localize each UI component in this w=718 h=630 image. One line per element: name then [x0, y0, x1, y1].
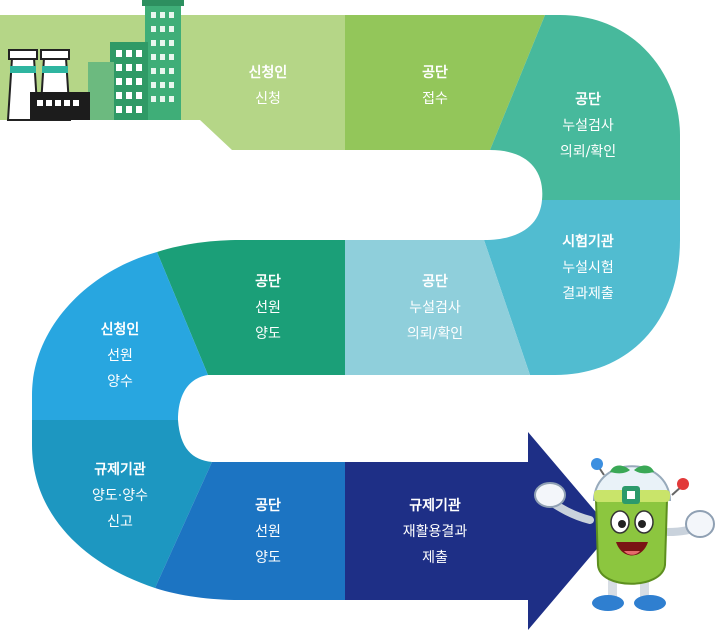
step-3-line-2: 의뢰/확인	[560, 144, 616, 160]
step-9-line-1: 선원	[255, 524, 281, 540]
step-4-head: 시험기관	[562, 233, 614, 250]
step-1-line-1: 신청	[255, 91, 281, 107]
step-6-line-2: 양도	[255, 326, 281, 342]
factory-icon	[6, 0, 184, 121]
step-4-shape	[484, 200, 680, 375]
step-5-head: 공단	[422, 273, 448, 290]
step-10-recycling-result: 규제기관 재활용결과 제출	[345, 432, 612, 630]
step-8-line-1: 양도·양수	[92, 488, 148, 504]
step-9-head: 공단	[255, 497, 281, 514]
step-3-head: 공단	[575, 91, 601, 108]
step-10-arrow-shape	[345, 432, 612, 630]
step-5-shape	[345, 240, 530, 375]
step-9-source-transfer: 공단 선원 양도	[155, 462, 345, 600]
step-4-line-1: 누설시험	[562, 260, 614, 276]
step-2-receipt: 공단 접수	[345, 15, 545, 150]
step-2-line-1: 접수	[422, 91, 448, 107]
step-7-head: 신청인	[101, 321, 140, 338]
step-7-source-acquisition: 신청인 선원 양수	[32, 252, 208, 420]
step-6-shape	[157, 240, 345, 375]
step-5-line-1: 누설검사	[409, 300, 461, 316]
step-3-line-1: 누설검사	[562, 118, 614, 134]
step-10-head: 규제기관	[409, 497, 461, 514]
step-2-head: 공단	[422, 64, 448, 81]
step-4-line-2: 결과제출	[562, 286, 614, 302]
step-5-leak-test-confirm: 공단 누설검사 의뢰/확인	[345, 240, 530, 375]
step-7-line-2: 양수	[107, 374, 133, 390]
step-9-line-2: 양도	[255, 550, 281, 566]
step-6-source-transfer: 공단 선원 양도	[157, 240, 345, 375]
step-9-shape	[155, 462, 345, 600]
step-3-shape	[490, 15, 680, 200]
step-7-line-1: 선원	[107, 348, 133, 364]
step-3-leak-test-request: 공단 누설검사 의뢰/확인	[490, 15, 680, 200]
step-1-head: 신청인	[249, 64, 288, 81]
step-10-line-1: 재활용결과	[403, 524, 468, 540]
step-2-shape	[345, 15, 545, 150]
step-10-line-2: 제출	[422, 550, 448, 566]
step-5-line-2: 의뢰/확인	[407, 326, 463, 342]
step-8-head: 규제기관	[94, 461, 146, 478]
step-8-transfer-report: 규제기관 양도·양수 신고	[32, 420, 212, 588]
step-6-line-1: 선원	[255, 300, 281, 316]
step-8-line-2: 신고	[107, 514, 133, 530]
step-4-test-result-submission: 시험기관 누설시험 결과제출	[484, 200, 680, 375]
step-7-shape	[32, 252, 208, 420]
step-8-shape	[32, 420, 212, 588]
mascot-character	[534, 458, 715, 611]
step-6-head: 공단	[255, 273, 281, 290]
